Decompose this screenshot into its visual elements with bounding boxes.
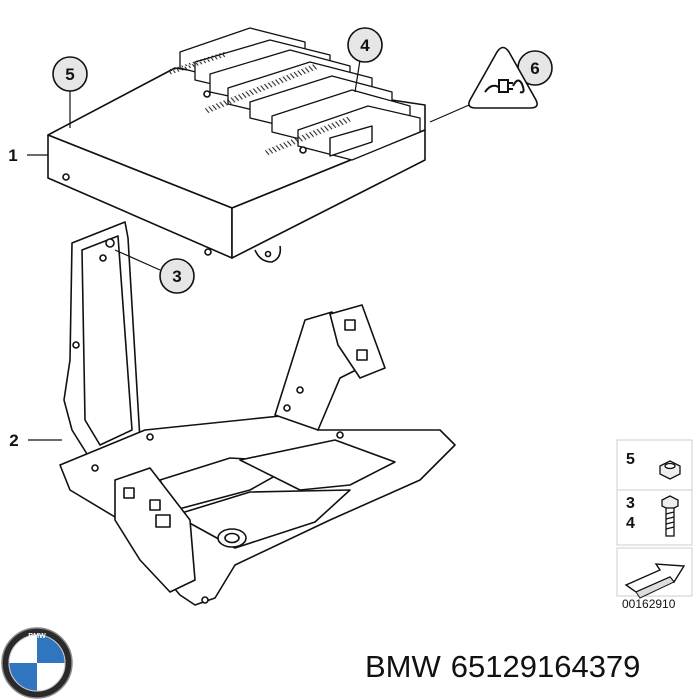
vent-slots: [205, 63, 319, 114]
screw-hole: [203, 90, 211, 98]
nut-icon: [659, 460, 681, 480]
bracket-hole: [72, 341, 80, 349]
bracket-hole: [146, 433, 154, 441]
vent-slots: [168, 51, 227, 75]
callout-1: 1: [8, 146, 17, 165]
callout-4: 4: [347, 27, 383, 63]
bracket-hole: [296, 386, 304, 394]
screw-hole: [62, 173, 70, 181]
amplifier-module: [47, 27, 426, 263]
direction-arrow-box: [616, 547, 693, 599]
callout-2: 2: [9, 431, 18, 450]
part-number: 65129164379: [450, 649, 641, 684]
callout-3: 3: [159, 258, 195, 294]
part-caption: BMW 65129164379: [365, 645, 695, 689]
callout-5: 5: [52, 56, 88, 92]
legend-number-3: 3: [626, 495, 635, 512]
screw-hole: [299, 146, 307, 154]
legend-number-4: 4: [626, 515, 635, 532]
bracket-hole: [336, 431, 344, 439]
bmw-logo: BMW: [1, 627, 73, 699]
bracket-hole: [105, 238, 115, 248]
high-voltage-plug-icon: [484, 79, 525, 94]
mounting-bracket: [59, 221, 456, 606]
brand-name: BMW: [365, 649, 441, 684]
warning-label: [468, 46, 538, 109]
svg-text:4: 4: [360, 36, 370, 55]
bracket-hole: [283, 404, 291, 412]
arrow-icon: [624, 563, 686, 599]
drawing-code: 00162910: [622, 597, 676, 611]
bracket-hole: [99, 254, 107, 262]
svg-text:5: 5: [65, 65, 74, 84]
connector-port: [329, 125, 373, 157]
svg-text:3: 3: [172, 267, 181, 286]
bolt-icon: [661, 495, 679, 537]
svg-text:6: 6: [530, 59, 539, 78]
fastener-legend: 5 3 4: [616, 439, 693, 546]
bracket-hole: [91, 464, 99, 472]
svg-text:BMW: BMW: [28, 633, 46, 640]
screw-hole: [204, 248, 212, 256]
bracket-hole: [201, 596, 209, 604]
legend-number-5: 5: [626, 451, 635, 468]
vent-slots: [265, 116, 351, 156]
